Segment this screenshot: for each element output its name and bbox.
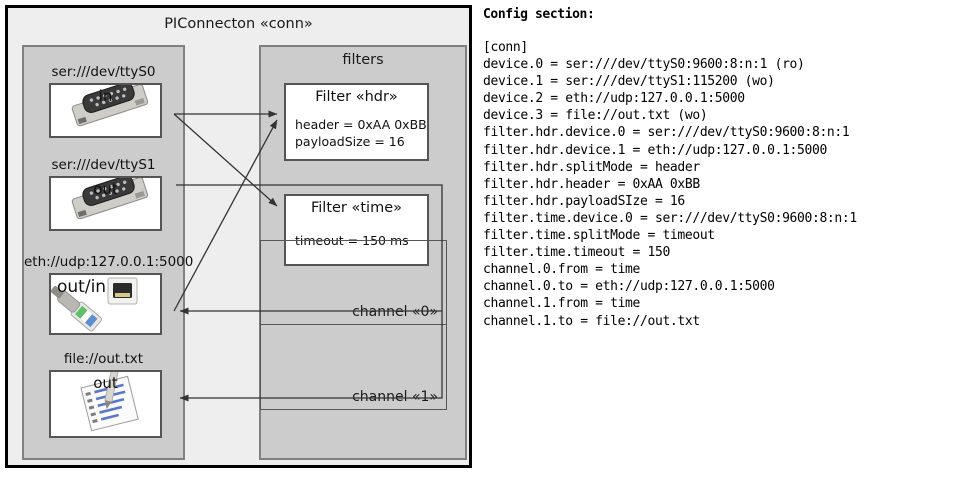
channel-box-0[interactable]: channel «0» bbox=[260, 240, 447, 325]
config-line: device.3 = file://out.txt (wo) bbox=[483, 108, 708, 124]
config-line: filter.time.device.0 = ser:///dev/ttyS0:… bbox=[483, 210, 857, 226]
filter-title: Filter «time» bbox=[310, 200, 403, 216]
config-line: channel.1.to = file://out.txt bbox=[483, 313, 700, 329]
config-line: filter.hdr.header = 0xAA 0xBB bbox=[483, 176, 700, 192]
filter-title: Filter «hdr» bbox=[315, 89, 398, 105]
channel-label-1: channel «1» bbox=[352, 389, 438, 405]
filters-panel: filters Filter «hdr» header = 0xAA 0xBB … bbox=[259, 45, 467, 460]
serial-port-icon bbox=[71, 178, 149, 220]
channel-box-1[interactable]: channel «1» bbox=[260, 324, 447, 410]
channel-label-0: channel «0» bbox=[352, 304, 438, 320]
config-line: channel.0.from = time bbox=[483, 262, 641, 278]
ethernet-plug-icon bbox=[51, 277, 138, 332]
device-card-ttys0[interactable]: in bbox=[49, 83, 162, 138]
filter-attr-header: header = 0xAA 0xBB bbox=[295, 117, 427, 132]
config-line: filter.time.splitMode = timeout bbox=[483, 228, 715, 244]
config-line: channel.1.from = time bbox=[483, 296, 641, 312]
device-label-eth: eth://udp:127.0.0.1:5000 bbox=[24, 254, 194, 270]
config-line: device.0 = ser:///dev/ttyS0:9600:8:n:1 (… bbox=[483, 57, 805, 73]
config-heading: Config section: bbox=[483, 7, 595, 22]
devices-panel: ser:///dev/ttyS0 in bbox=[22, 45, 194, 460]
device-label-ttys0: ser:///dev/ttyS0 bbox=[51, 64, 156, 80]
device-direction-label: out bbox=[93, 180, 118, 198]
config-line: filter.hdr.splitMode = header bbox=[483, 159, 700, 175]
serial-port-icon bbox=[71, 85, 149, 127]
device-card-file[interactable]: out bbox=[49, 370, 162, 438]
filter-card-hdr[interactable]: Filter «hdr» header = 0xAA 0xBB payloadS… bbox=[284, 83, 429, 161]
device-direction-label: in bbox=[98, 87, 113, 105]
config-section: Config section: [conn] device.0 = ser:///… bbox=[483, 7, 953, 330]
device-direction-label: out bbox=[93, 374, 118, 392]
config-line: filter.hdr.device.0 = ser:///dev/ttyS0:9… bbox=[483, 125, 850, 141]
filters-panel-title: filters bbox=[342, 52, 384, 68]
config-line: filter.time.timeout = 150 bbox=[483, 245, 670, 261]
config-line: device.2 = eth://udp:127.0.0.1:5000 bbox=[483, 91, 745, 107]
device-card-eth[interactable]: out/in bbox=[49, 273, 162, 335]
config-line: channel.0.to = eth://udp:127.0.0.1:5000 bbox=[483, 279, 775, 295]
device-label-file: file://out.txt bbox=[63, 351, 144, 367]
device-direction-label: out/in bbox=[57, 277, 107, 297]
connection-diagram: PIConnecton «conn» ser:///dev/ttyS0 in bbox=[5, 5, 472, 468]
diagram-title: PIConnecton «conn» bbox=[164, 16, 313, 32]
device-label-ttys1: ser:///dev/ttyS1 bbox=[51, 157, 156, 173]
config-text: [conn] device.0 = ser:///dev/ttyS0:9600:8… bbox=[483, 39, 953, 330]
config-line: filter.hdr.device.1 = eth://udp:127.0.0.… bbox=[483, 142, 827, 158]
filter-attr-payloadsize: payloadSize = 16 bbox=[295, 134, 405, 149]
config-line: [conn] bbox=[483, 40, 528, 55]
config-line: device.1 = ser:///dev/ttyS1:115200 (wo) bbox=[483, 74, 775, 90]
text-document-icon bbox=[80, 372, 139, 432]
device-card-ttys1[interactable]: out bbox=[49, 176, 162, 231]
config-line: filter.hdr.payloadSIze = 16 bbox=[483, 193, 685, 209]
